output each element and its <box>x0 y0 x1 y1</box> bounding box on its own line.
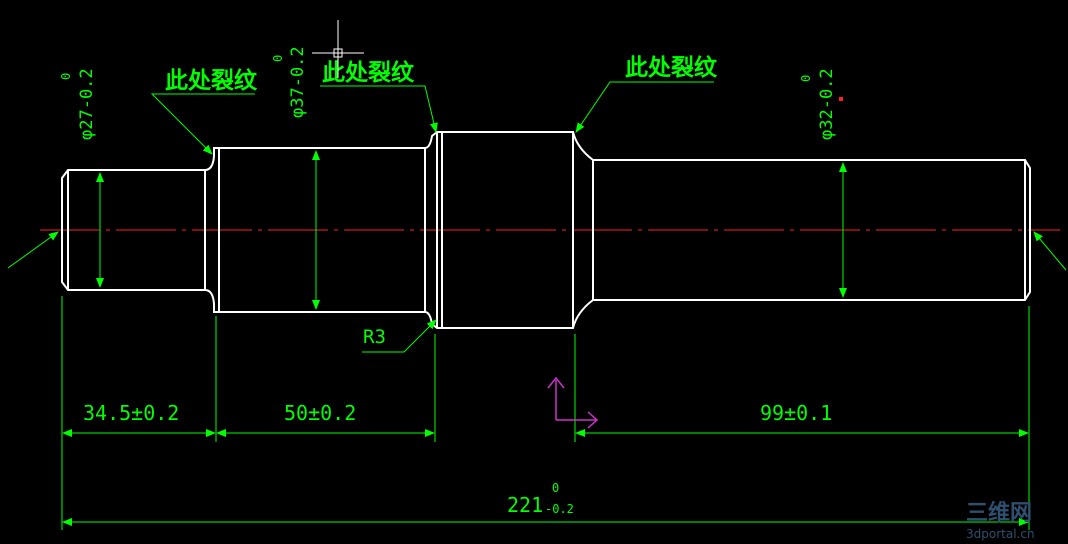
diameter-phi27-text: φ27-0.2 <box>77 68 97 140</box>
total-length-upper: 0 <box>552 481 559 495</box>
crack-note-2: 此处裂纹 <box>322 59 415 86</box>
watermark: 三维网 3dportal.cn <box>966 500 1035 541</box>
shaft-outline <box>61 131 1031 329</box>
crack-note-3: 此处裂纹 <box>625 54 718 81</box>
diameter-phi32-text: φ32-0.2 <box>817 68 837 140</box>
total-length-main: 221 <box>507 493 543 517</box>
crack-note-1: 此处裂纹 <box>165 67 258 94</box>
diameter-phi27-upper: 0 <box>59 73 73 80</box>
diameter-phi27: φ27-0.2 0 <box>59 68 97 140</box>
diameter-phi37-upper: 0 <box>271 55 285 62</box>
watermark-url: 3dportal.cn <box>966 527 1035 541</box>
total-length-lower: -0.2 <box>545 502 574 516</box>
ucs-icon <box>547 376 599 429</box>
length-dim-3: 99±0.1 <box>760 401 832 425</box>
diameter-phi37: φ37-0.2 0 <box>271 46 308 118</box>
end-arrows <box>7 231 1067 271</box>
crack-leaders <box>150 81 714 353</box>
diameter-dimension-lines <box>96 150 847 310</box>
length-dim-1: 34.5±0.2 <box>83 401 179 425</box>
extension-lines <box>61 296 1030 530</box>
diameter-phi37-text: φ37-0.2 <box>288 46 308 118</box>
length-dim-2: 50±0.2 <box>284 401 356 425</box>
red-marker <box>839 97 843 101</box>
fillet-radius-note: R3 <box>363 326 386 348</box>
crosshair-cursor-icon <box>312 20 364 78</box>
diameter-phi32: φ32-0.2 0 <box>799 68 837 140</box>
diameter-phi32-upper: 0 <box>799 75 813 82</box>
watermark-title: 三维网 <box>966 500 1032 526</box>
length-dimension-lines <box>62 429 1029 526</box>
